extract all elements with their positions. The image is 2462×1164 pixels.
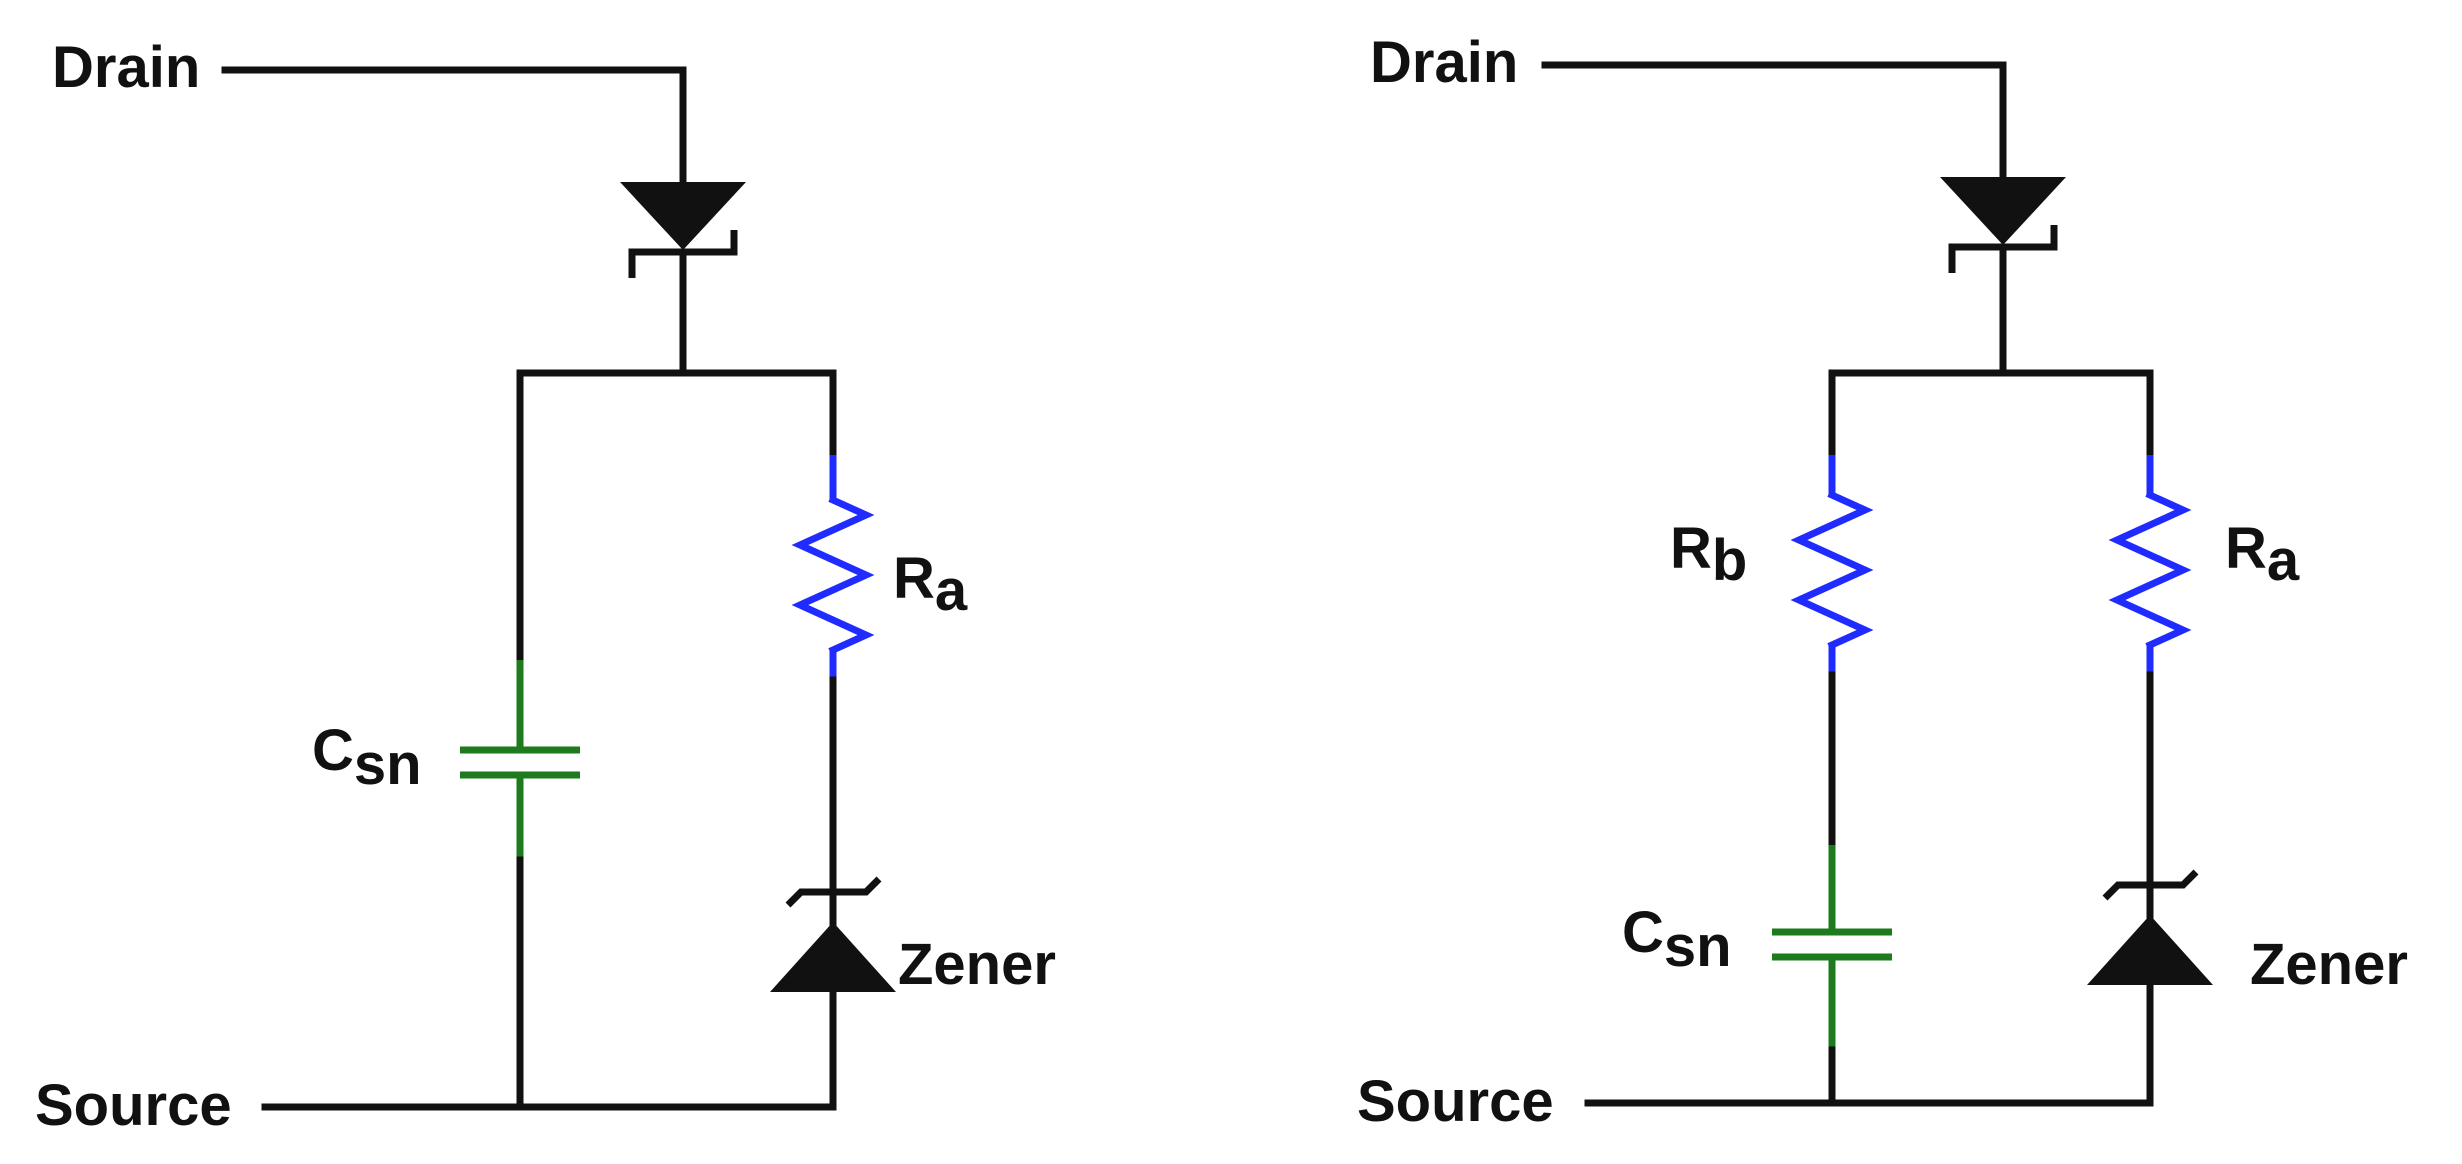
right-resistor-rb-icon (1790, 455, 1874, 675)
right-circuit: Drain Source Rb Ra Csn Zener (1357, 30, 2408, 1134)
left-circuit: Drain Source Ra Csn Zener (35, 35, 1056, 1138)
left-zener-diode-icon (770, 876, 896, 992)
right-zener-diode-icon (2087, 869, 2213, 985)
left-csn-label: Csn (312, 718, 422, 797)
left-ra-label: Ra (893, 546, 968, 623)
left-drain-wire (221, 66, 687, 189)
left-zener-label: Zener (898, 932, 1056, 997)
right-capacitor-icon (1772, 845, 1892, 1050)
right-csn-label: Csn (1622, 900, 1732, 979)
left-source-label: Source (35, 1073, 232, 1138)
right-rb-label: Rb (1670, 516, 1747, 593)
left-drain-label: Drain (52, 35, 200, 100)
right-ra-label: Ra (2225, 516, 2300, 593)
left-resistor-ra-icon (791, 455, 875, 680)
right-zener-label: Zener (2250, 932, 2408, 997)
left-capacitor-icon (460, 660, 580, 860)
right-drain-wire (1541, 61, 2007, 184)
right-drain-label: Drain (1370, 30, 1518, 95)
right-source-label: Source (1357, 1069, 1554, 1134)
right-resistor-ra-icon (2108, 455, 2192, 675)
